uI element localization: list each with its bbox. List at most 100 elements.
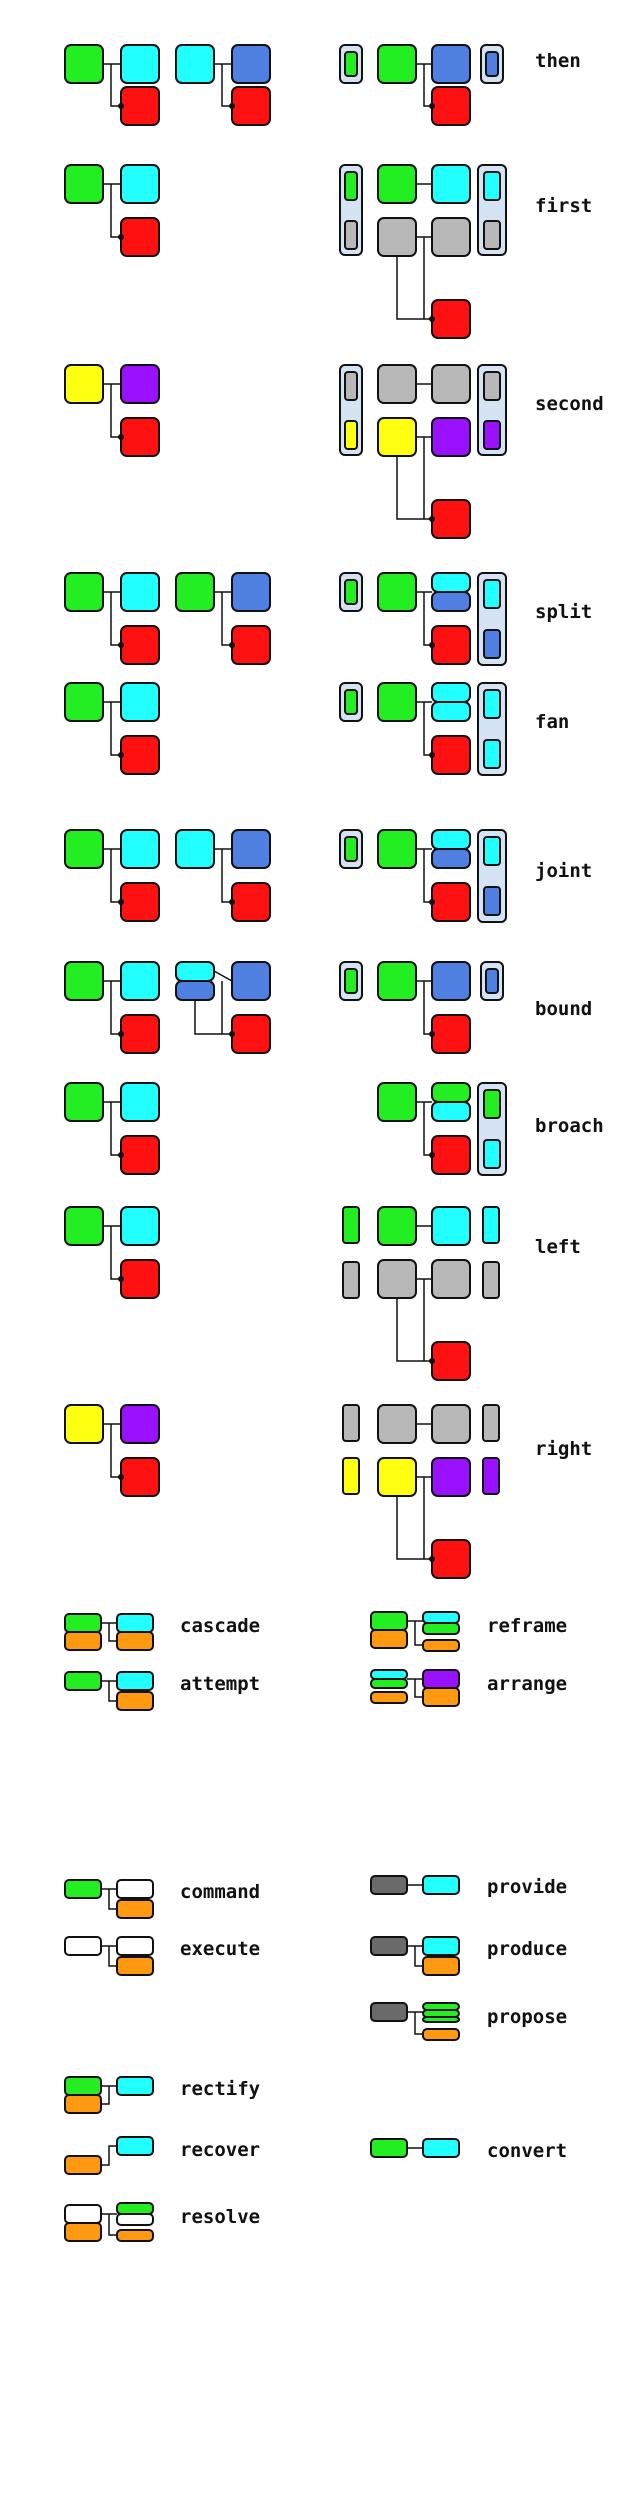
green-slot: [342, 1206, 360, 1244]
junction-dot: [429, 1152, 435, 1158]
connector: [414, 1946, 423, 1967]
red-box: [431, 1341, 471, 1381]
label-fan: fan: [535, 711, 569, 733]
cyan-box: [120, 1206, 160, 1246]
cyan-chip: [422, 2138, 460, 2158]
green-chip: [64, 1613, 102, 1633]
green-chip: [370, 1678, 408, 1689]
green-box: [377, 44, 417, 84]
green-box: [64, 572, 104, 612]
purple-slot: [483, 420, 501, 450]
white-chip: [116, 1879, 154, 1899]
blue-box: [231, 961, 271, 1001]
purple-box: [431, 1457, 471, 1497]
label-resolve: resolve: [180, 2206, 260, 2228]
green-chip: [422, 2009, 460, 2018]
orange-chip: [116, 1691, 154, 1711]
cyan-box: [175, 829, 215, 869]
gray-box: [377, 217, 417, 257]
purple-chip: [422, 1669, 460, 1689]
cyan-box: [431, 572, 471, 593]
connector: [110, 849, 121, 903]
blue-box: [231, 44, 271, 84]
green-box: [377, 682, 417, 722]
label-first: first: [535, 195, 592, 217]
label-then: then: [535, 50, 581, 72]
label-attempt: attempt: [180, 1673, 260, 1695]
label-cascade: cascade: [180, 1615, 260, 1637]
junction-dot: [429, 1556, 435, 1562]
orange-chip: [422, 2028, 460, 2041]
diagram-shapes: [64, 44, 507, 2242]
cyan-slot: [483, 689, 501, 719]
cyan-box: [120, 682, 160, 722]
label-propose: propose: [487, 2006, 567, 2028]
red-box: [120, 86, 160, 126]
junction-dot: [118, 1474, 124, 1480]
orange-chip: [116, 1956, 154, 1976]
orange-chip: [422, 1956, 460, 1976]
orange-chip: [370, 1691, 408, 1704]
connector: [108, 1946, 117, 1967]
green-chip: [64, 1671, 102, 1691]
green-slot: [344, 836, 358, 862]
green-box: [377, 572, 417, 612]
connector: [396, 1496, 432, 1560]
cyan-box: [120, 572, 160, 612]
label-rectify: rectify: [180, 2078, 260, 2100]
cyan-box: [175, 44, 215, 84]
connector: [414, 1679, 423, 1698]
red-box: [120, 1259, 160, 1299]
cyan-chip: [422, 1936, 460, 1956]
gray-slot: [342, 1404, 360, 1442]
connector: [108, 1623, 117, 1642]
green-slot: [344, 689, 358, 715]
label-provide: provide: [487, 1876, 567, 1898]
green-slot: [344, 968, 358, 994]
gray-slot: [483, 371, 501, 401]
junction-dot: [429, 516, 435, 522]
purple-box: [120, 364, 160, 404]
green-box: [377, 1206, 417, 1246]
blue-box: [431, 961, 471, 1001]
cyan-box: [120, 829, 160, 869]
red-box: [431, 299, 471, 339]
gray-slot: [483, 220, 501, 250]
junction-dot: [229, 1031, 235, 1037]
cyan-chip: [422, 1611, 460, 1624]
junction-dot: [429, 642, 435, 648]
label-second: second: [535, 393, 604, 415]
green-chip: [116, 2202, 154, 2215]
blue-slot: [483, 886, 501, 916]
connector: [108, 2214, 117, 2236]
connector: [221, 849, 232, 903]
orange-chip: [116, 2229, 154, 2242]
connector: [110, 64, 121, 107]
row-labels: then first second split fan joint bound …: [535, 50, 604, 1460]
connector: [110, 384, 121, 438]
green-slot: [483, 1089, 501, 1119]
label-joint: joint: [535, 860, 592, 882]
red-box: [431, 86, 471, 126]
purple-box: [431, 417, 471, 457]
cyan-box: [120, 44, 160, 84]
label-split: split: [535, 601, 592, 623]
red-box: [231, 625, 271, 665]
blue-box: [175, 980, 215, 1001]
green-box: [64, 44, 104, 84]
cyan-slot: [483, 1139, 501, 1169]
junction-dot: [118, 1031, 124, 1037]
connector: [423, 592, 432, 646]
red-box: [120, 1014, 160, 1054]
green-box: [377, 1082, 417, 1122]
connector: [396, 1298, 432, 1362]
connector: [194, 1000, 232, 1035]
gray-box: [431, 1404, 471, 1444]
red-box: [431, 1014, 471, 1054]
label-left: left: [535, 1236, 581, 1258]
orange-chip: [116, 1899, 154, 1919]
orange-chip: [64, 2222, 102, 2242]
connector: [101, 2145, 117, 2166]
connector: [423, 849, 432, 903]
gray-box: [377, 364, 417, 404]
